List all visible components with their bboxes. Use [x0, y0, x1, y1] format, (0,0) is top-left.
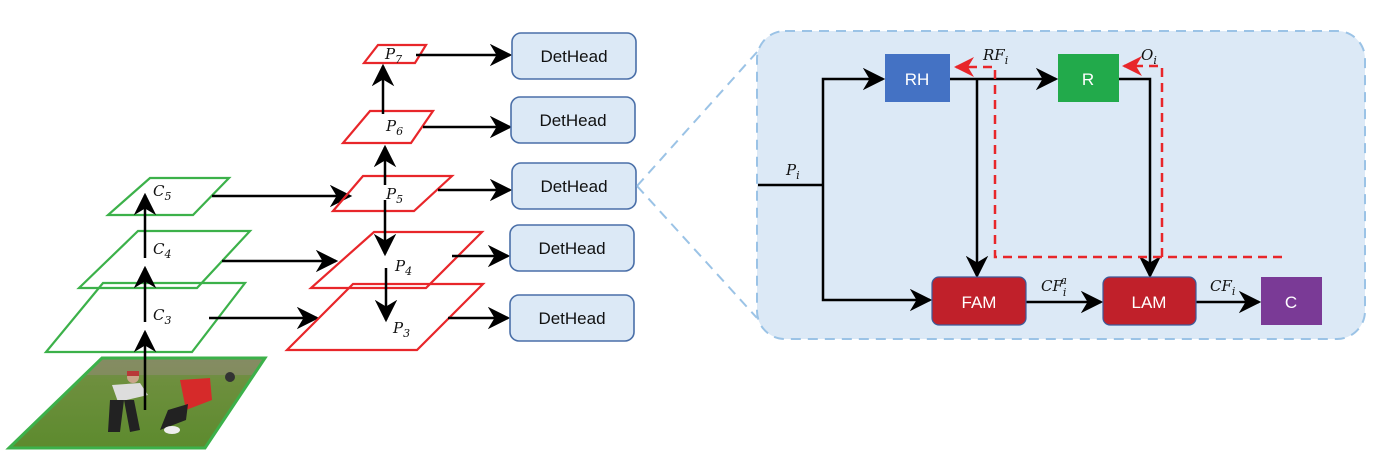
block-rh-label: RH [905, 70, 930, 89]
arrow-pi-to-rh [821, 67, 886, 185]
fpn-plane-p3 [284, 282, 486, 352]
label-p5: P5 [385, 185, 403, 206]
label-rf: RFi [982, 46, 1008, 67]
fpn-plane-p6 [340, 109, 436, 145]
label-cfa: CFia [1041, 274, 1067, 299]
backbone-plane-c3 [43, 281, 248, 354]
block-fam: FAM [931, 276, 1027, 326]
dethead-p3: DetHead [509, 294, 635, 342]
fpn-plane-p5 [330, 174, 455, 213]
dethead-p4: DetHead [509, 224, 635, 272]
block-lam-label: LAM [1132, 293, 1167, 312]
label-cf: CFi [1210, 277, 1235, 298]
block-r: R [1058, 54, 1119, 102]
fpn-plane-p4 [308, 230, 485, 290]
block-c-label: C [1285, 293, 1297, 312]
dethead-label: DetHead [540, 47, 607, 66]
block-r-label: R [1082, 70, 1094, 89]
dethead-p6: DetHead [510, 96, 636, 144]
dethead-label: DetHead [538, 309, 605, 328]
dethead-detail-panel [756, 30, 1366, 340]
zoom-connector-bottom [636, 185, 758, 319]
label-c3: C3 [153, 306, 171, 327]
fpn-plane-p7 [361, 43, 428, 65]
block-c: C [1261, 277, 1322, 325]
dethead-label: DetHead [538, 239, 605, 258]
label-p3: P3 [392, 319, 410, 340]
arrow-pi-to-fam [821, 185, 933, 312]
backbone-plane-c5 [105, 176, 232, 217]
block-rh: RH [885, 54, 950, 102]
label-p7: P7 [384, 45, 402, 66]
feedback-path [954, 57, 1282, 259]
input-image-frame [5, 356, 268, 450]
arrow-r-to-lam [1119, 77, 1162, 279]
label-c4: C4 [153, 240, 171, 261]
label-pi: Pi [785, 161, 800, 182]
backbone-plane-c4 [76, 229, 253, 290]
dethead-label: DetHead [539, 111, 606, 130]
block-lam: LAM [1102, 276, 1197, 326]
block-fam-label: FAM [962, 293, 997, 312]
dethead-p5: DetHead [511, 162, 637, 210]
zoom-connector-top [636, 51, 758, 187]
dethead-label: DetHead [540, 177, 607, 196]
label-c5: C5 [153, 182, 171, 203]
input-image [5, 356, 268, 450]
feedback-path-o [1122, 56, 1164, 257]
label-p4: P4 [394, 257, 412, 278]
label-o: Oi [1141, 46, 1157, 67]
label-p6: P6 [385, 117, 403, 138]
dethead-p7: DetHead [511, 32, 637, 80]
